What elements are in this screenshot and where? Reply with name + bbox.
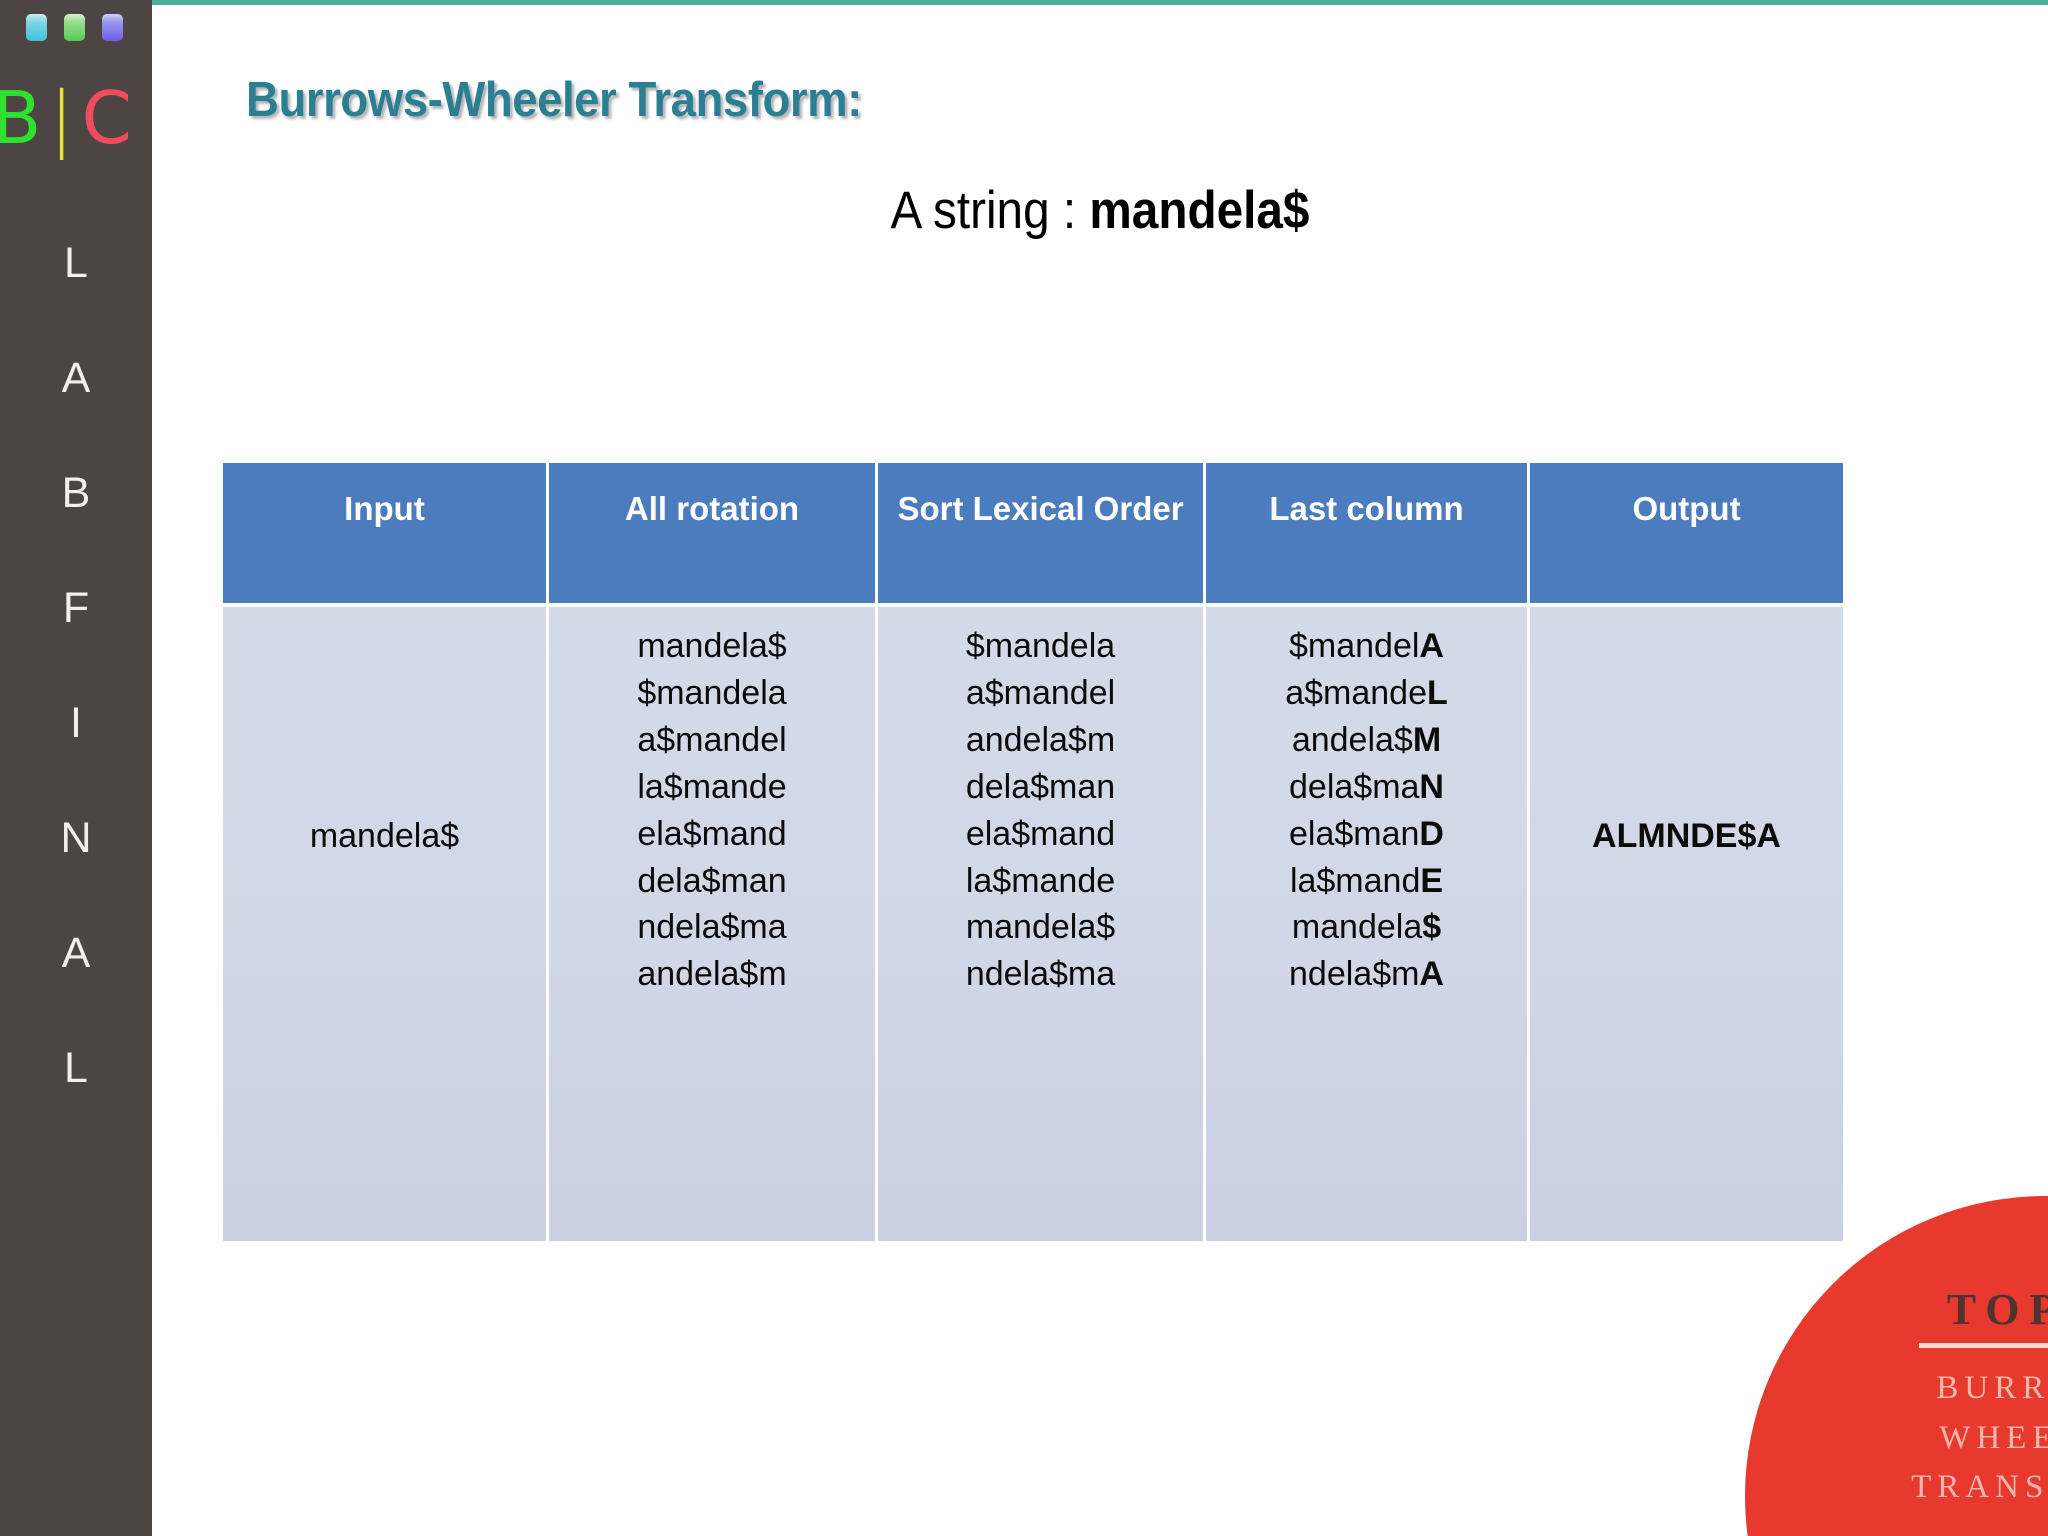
last-column-prefix: ela$man	[1289, 814, 1420, 853]
last-column-line: a$mandeL	[1285, 670, 1448, 717]
sidebar-letter-5: N	[60, 814, 92, 862]
topic-badge-line: BURROWS	[1936, 1370, 2048, 1406]
sidebar-letter-2: B	[61, 469, 91, 517]
column-header-input: Input	[223, 463, 546, 603]
table-column-all-rotation: All rotation mandela$ $mandela a$mandel …	[549, 463, 875, 1241]
sidebar-letter-4: I	[70, 699, 82, 747]
last-column-char: L	[1427, 673, 1448, 712]
table-column-input: Input mandela$	[223, 463, 546, 1241]
rotation-line: $mandela	[637, 673, 787, 712]
dot-purple-icon	[102, 14, 123, 41]
table-cell-last-column: $mandelA a$mandeL andela$M dela$maN ela$…	[1206, 607, 1527, 1241]
subtitle: A string : mandela$	[247, 180, 1953, 241]
logo-separator: |	[49, 76, 76, 160]
table-column-sort-lexical-order: Sort Lexical Order $mandela a$mandel and…	[878, 463, 1203, 1241]
last-column-char: D	[1419, 814, 1444, 853]
slide-content: Burrows-Wheeler Transform: A string : ma…	[152, 0, 2048, 1536]
sidebar-dots-group	[26, 14, 123, 41]
sidebar-vertical-label: L A B F I N A L	[0, 206, 152, 1126]
last-column-char: A	[1419, 627, 1444, 665]
rotation-line: la$mande	[637, 767, 787, 806]
last-column-char: A	[1419, 955, 1444, 994]
sidebar-letter-7: L	[64, 1044, 88, 1092]
topic-badge-content: TOPIC BURROWS WHEELER TRANSFORM	[1871, 1284, 2048, 1513]
rotation-line: ela$mand	[637, 814, 787, 853]
sorted-line: andela$m	[965, 720, 1116, 759]
sorted-line: a$mandel	[965, 673, 1116, 712]
sorted-line: $mandela	[965, 627, 1116, 665]
last-column-prefix: dela$ma	[1289, 767, 1420, 806]
last-column-prefix: ndela$m	[1289, 955, 1420, 994]
table-cell-input: mandela$	[223, 607, 546, 1241]
page-title: Burrows-Wheeler Transform:	[246, 73, 862, 127]
last-column-prefix: $mandel	[1289, 627, 1420, 665]
sorted-line: ndela$ma	[965, 955, 1116, 994]
last-column-line: mandela$	[1292, 904, 1441, 951]
last-column-line: ndela$mA	[1289, 951, 1444, 998]
rotation-line: a$mandel	[637, 720, 787, 759]
topic-badge-line: TRANSFORM	[1911, 1469, 2048, 1505]
table-cell-output: ALMNDE$A	[1530, 607, 1843, 1241]
table-column-last-column: Last column $mandelA a$mandeL andela$M d…	[1206, 463, 1527, 1241]
last-column-char: N	[1419, 767, 1444, 806]
logo-letter-b: B	[0, 76, 44, 160]
sorted-line: la$mande	[965, 861, 1116, 900]
last-column-line: $mandelA	[1289, 623, 1444, 670]
dot-green-icon	[64, 14, 85, 41]
column-header-sort-lexical-order: Sort Lexical Order	[878, 463, 1203, 603]
table-cell-all-rotation: mandela$ $mandela a$mandel la$mande ela$…	[549, 607, 875, 1241]
last-column-char: $	[1422, 908, 1442, 947]
last-column-prefix: a$mande	[1285, 673, 1427, 712]
sorted-line: mandela$	[965, 908, 1116, 947]
column-header-last-column: Last column	[1206, 463, 1527, 603]
column-header-all-rotation: All rotation	[549, 463, 875, 603]
topic-badge: TOPIC BURROWS WHEELER TRANSFORM	[1745, 1196, 2048, 1536]
sidebar-letter-3: F	[62, 584, 90, 632]
sorted-line: ela$mand	[965, 814, 1116, 853]
last-column-line: dela$maN	[1289, 764, 1444, 811]
logo-letter-c: C	[81, 76, 134, 160]
rotation-line: ndela$ma	[637, 908, 787, 947]
last-column-prefix: mandela	[1291, 908, 1423, 947]
rotation-line: mandela$	[637, 627, 787, 665]
sidebar: B|C L A B F I N A L	[0, 0, 152, 1536]
bic-logo: B|C	[0, 82, 152, 154]
last-column-char: M	[1412, 720, 1442, 759]
last-column-prefix: la$mand	[1289, 861, 1421, 900]
last-column-line: andela$M	[1292, 717, 1441, 764]
sidebar-letter-1: A	[61, 354, 91, 402]
topic-badge-title: TOPIC	[1946, 1285, 2048, 1334]
subtitle-prefix: A string :	[890, 181, 1090, 240]
topic-badge-divider	[1918, 1343, 2048, 1348]
input-string-value: mandela$	[309, 817, 460, 855]
column-header-output: Output	[1530, 463, 1843, 603]
last-column-line: ela$manD	[1289, 811, 1444, 858]
rotation-line: andela$m	[637, 955, 787, 994]
last-column-line: la$mandE	[1290, 858, 1443, 905]
subtitle-value: mandela$	[1089, 181, 1310, 240]
bwt-table: Input mandela$ All rotation mandela$ $ma…	[223, 463, 1843, 1241]
sidebar-letter-0: L	[64, 239, 88, 287]
dot-cyan-icon	[26, 14, 47, 41]
table-cell-sort-lexical-order: $mandela a$mandel andela$m dela$man ela$…	[878, 607, 1203, 1241]
topic-badge-line: WHEELER	[1939, 1419, 2048, 1456]
rotation-line: dela$man	[637, 861, 787, 900]
last-column-prefix: andela$	[1291, 720, 1413, 759]
sorted-line: dela$man	[965, 767, 1116, 806]
top-accent-rule	[152, 0, 2048, 5]
output-string-value: ALMNDE$A	[1592, 817, 1781, 855]
table-column-output: Output ALMNDE$A	[1530, 463, 1843, 1241]
sidebar-letter-6: A	[61, 929, 91, 977]
last-column-char: E	[1420, 861, 1444, 900]
